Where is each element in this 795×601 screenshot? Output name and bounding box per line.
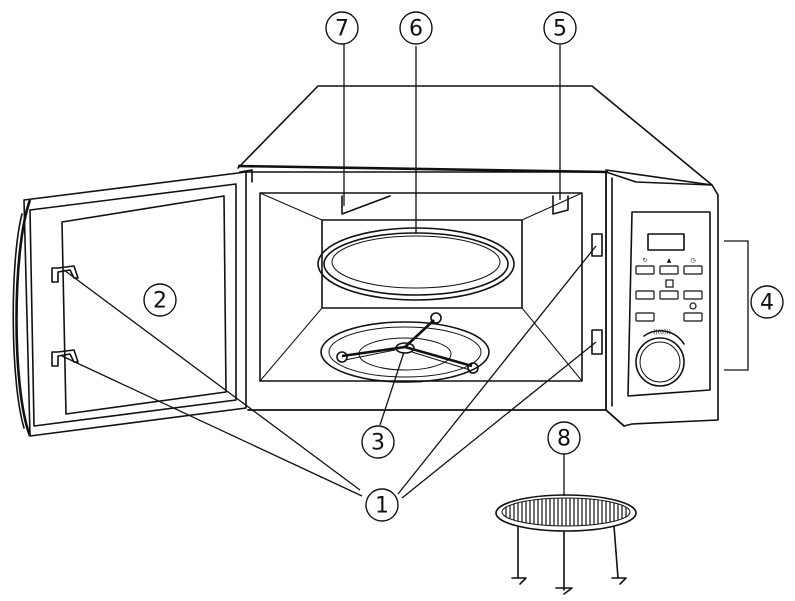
- callout-1: 1: [365, 488, 399, 522]
- svg-text:5: 5: [553, 17, 567, 42]
- leader-lines: [61, 44, 749, 499]
- callout-7: 7: [325, 11, 359, 45]
- svg-text:3: 3: [371, 431, 385, 456]
- callout-5: 5: [543, 11, 577, 45]
- control-panel: ↻ ▲ ◷ (((0))): [605, 171, 719, 427]
- svg-text:4: 4: [760, 291, 774, 316]
- safety-lock-hole-lower: [591, 329, 603, 355]
- microwave-top: [237, 85, 713, 186]
- display-window: [647, 233, 685, 251]
- svg-text:7: 7: [335, 17, 349, 42]
- svg-text:↻: ↻: [642, 257, 647, 264]
- door: [12, 169, 253, 437]
- button-grid: ↻ ▲ ◷: [635, 257, 703, 322]
- svg-text:▲: ▲: [667, 257, 672, 264]
- callout-6: 6: [399, 11, 433, 45]
- svg-text:6: 6: [409, 17, 423, 42]
- svg-text:2: 2: [153, 289, 167, 314]
- grill-element: [317, 227, 515, 301]
- svg-text:◷: ◷: [690, 257, 695, 264]
- callout-4: 4: [750, 285, 784, 319]
- roller-ring: [320, 312, 490, 383]
- oven-light: [552, 195, 569, 215]
- grill-rack: [495, 494, 637, 595]
- callout-8: 8: [547, 421, 581, 455]
- waveguide-cover: [341, 195, 391, 215]
- callout-3: 3: [361, 425, 395, 459]
- latch-hook-upper: [51, 265, 79, 283]
- svg-text:1: 1: [375, 494, 389, 519]
- latch-hook-lower: [51, 349, 79, 367]
- svg-text:8: 8: [557, 427, 571, 452]
- safety-lock-hole-upper: [591, 233, 603, 257]
- dial-label: (((0))): [653, 329, 671, 336]
- callout-2: 2: [143, 283, 177, 317]
- control-dial: (((0))): [635, 329, 685, 387]
